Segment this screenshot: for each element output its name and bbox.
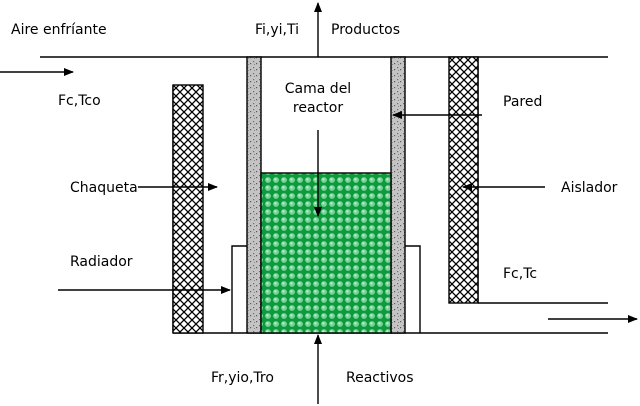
label-cama-del: Cama del	[284, 81, 352, 97]
label-pared: Pared	[503, 94, 543, 110]
catalyst-bed	[260, 172, 392, 334]
label-reactivos: Reactivos	[346, 370, 414, 386]
label-fi-yi-ti: Fi,yi,Ti	[255, 22, 300, 38]
label-aire-enfriante: Aire enfríante	[11, 22, 107, 38]
label-fc-tco: Fc,Tco	[58, 93, 101, 109]
label-reactor: reactor	[292, 100, 344, 116]
label-fr-yio-tro: Fr,yio,Tro	[211, 370, 274, 386]
radiator-left	[231, 245, 247, 333]
insulation-right	[448, 56, 479, 304]
reactor-wall-left	[246, 56, 262, 334]
reactor-wall-right	[390, 56, 406, 334]
label-aislador: Aislador	[561, 180, 618, 196]
insulation-left	[172, 84, 204, 334]
label-productos: Productos	[331, 22, 401, 38]
radiator-right	[405, 245, 421, 333]
label-radiador: Radiador	[70, 254, 133, 270]
label-fc-tc: Fc,Tc	[503, 266, 538, 282]
label-chaqueta: Chaqueta	[70, 180, 138, 196]
